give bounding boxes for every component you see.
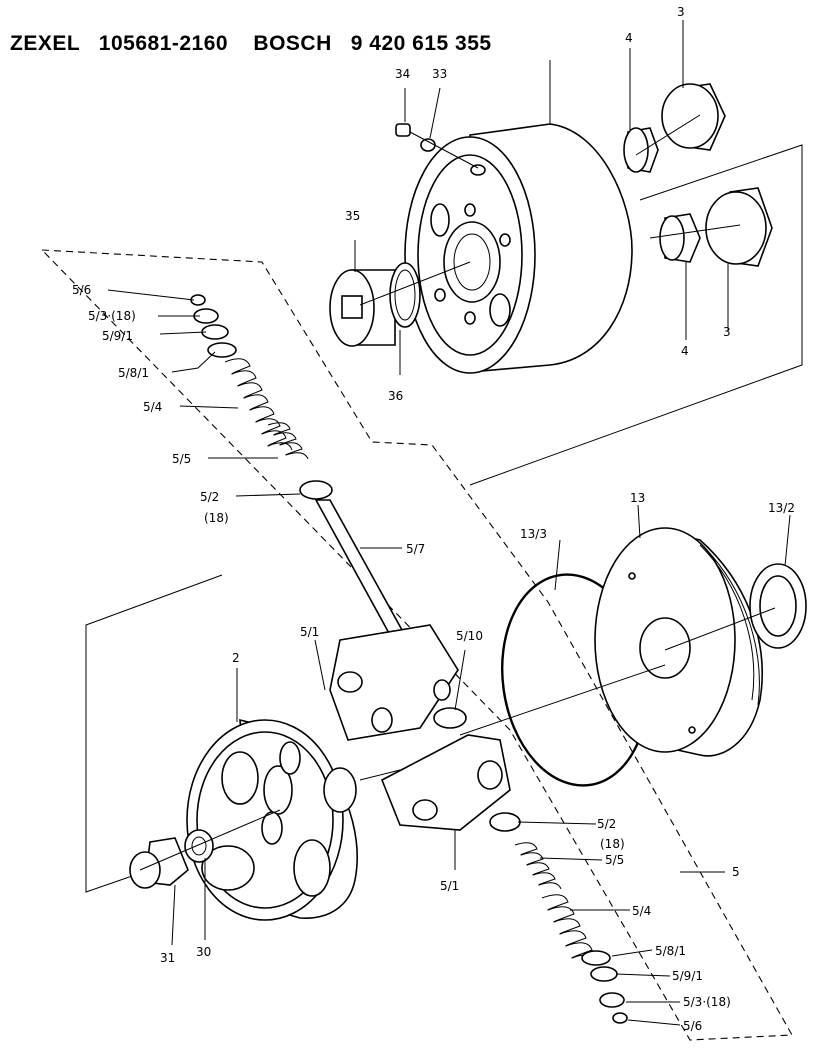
label-34: 34 [395,67,410,81]
label-5-3-lower: 5/3·(18) [683,995,731,1009]
washer-33 [420,138,436,152]
reference-outline-top [469,144,803,486]
label-5-9-1-lower: 5/9/1 [672,969,703,983]
label-5-1-upper: 5/1 [300,625,319,639]
reference-outline-left [85,574,223,893]
nut-31 [129,837,189,889]
label-5-5-lower: 5/5 [605,853,624,867]
label-5-10: 5/10 [456,629,483,643]
label-5-8-1-lower: 5/8/1 [655,944,686,958]
hub-2 [323,767,357,813]
label-5: 5 [732,865,740,879]
label-5-2-lower: 5/2 [597,817,616,831]
bushing-4-lower [659,213,701,263]
push-rod [314,499,404,637]
label-18-upper: (18) [204,511,229,525]
label-5-4-upper: 5/4 [143,400,162,414]
label-3-bottom: 3 [723,325,731,339]
label-31: 31 [160,951,175,965]
label-5-6-upper: 5/6 [72,283,91,297]
label-30: 30 [196,945,211,959]
cover-13 [594,527,763,757]
label-5-8-1-upper: 5/8/1 [118,366,149,380]
assembly-boundary [40,249,793,1041]
label-5-5-upper: 5/5 [172,452,191,466]
label-5-4-lower: 5/4 [632,904,651,918]
label-5-9-1-upper: 5/9/1 [102,329,133,343]
page-title: ZEXEL 105681-2160 BOSCH 9 420 615 355 [10,32,492,55]
label-5-2-upper: 5/2 [200,490,219,504]
spring-stack-lower [489,812,628,1024]
label-2: 2 [232,651,240,665]
label-3-top: 3 [677,5,685,19]
label-13-3: 13/3 [520,527,547,541]
roller-pin-5-10 [433,707,467,729]
washer-30 [184,829,214,863]
spring-stack-upper [190,294,333,500]
label-35: 35 [345,209,360,223]
label-4-top: 4 [625,31,633,45]
roller-tappet-upper [329,624,459,741]
label-13: 13 [630,491,645,505]
cap-3-upper [661,83,726,151]
label-5-7: 5/7 [406,542,425,556]
label-4-bottom: 4 [681,344,689,358]
label-36: 36 [388,389,403,403]
label-13-2: 13/2 [768,501,795,515]
screw-34 [395,123,411,137]
drive-plate-2 [186,718,359,921]
label-5-6-lower: 5/6 [683,1019,702,1033]
plug-35 [329,269,396,347]
bushing-4-upper [623,127,659,173]
label-5-1-lower: 5/1 [440,879,459,893]
seal-ring-36 [389,262,421,328]
cap-3-lower [705,187,773,267]
label-5-3-upper: 5/3·(18) [88,309,136,323]
bearing-13-2 [749,563,807,649]
label-33: 33 [432,67,447,81]
roller-tappet-lower [380,734,511,831]
label-18-lower: (18) [600,837,625,851]
pump-housing [404,123,633,374]
